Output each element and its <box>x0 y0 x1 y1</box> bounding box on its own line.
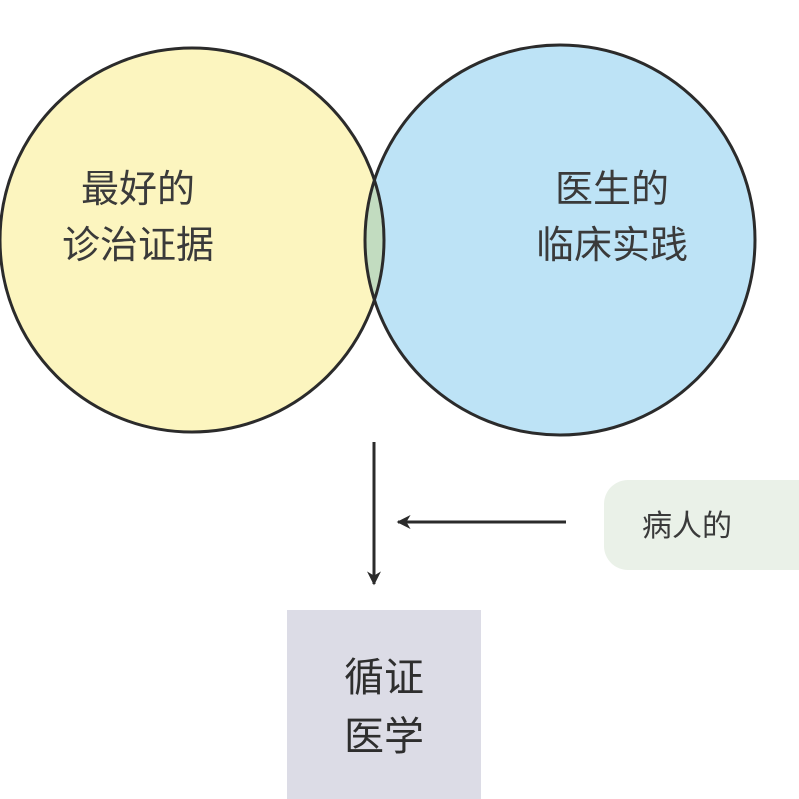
best-evidence-label-line2: 诊治证据 <box>62 223 214 267</box>
circle-best-evidence-outline <box>0 46 386 434</box>
evidence-based-medicine-line1: 循证 <box>344 655 424 701</box>
evidence-based-medicine-line2: 医学 <box>344 714 424 760</box>
best-evidence-label-line1: 最好的 <box>81 167 195 211</box>
clinical-practice-label-line1: 医生的 <box>555 167 669 211</box>
circle-clinical-practice-outline <box>363 43 757 437</box>
circle-clinical-practice <box>365 45 755 435</box>
clinical-practice-label-line2: 临床实践 <box>536 223 688 267</box>
circle-best-evidence <box>0 48 384 432</box>
evidence-based-medicine-box <box>287 610 481 799</box>
patient-pill <box>604 480 799 570</box>
patient-pill-label: 病人的 <box>642 509 732 544</box>
